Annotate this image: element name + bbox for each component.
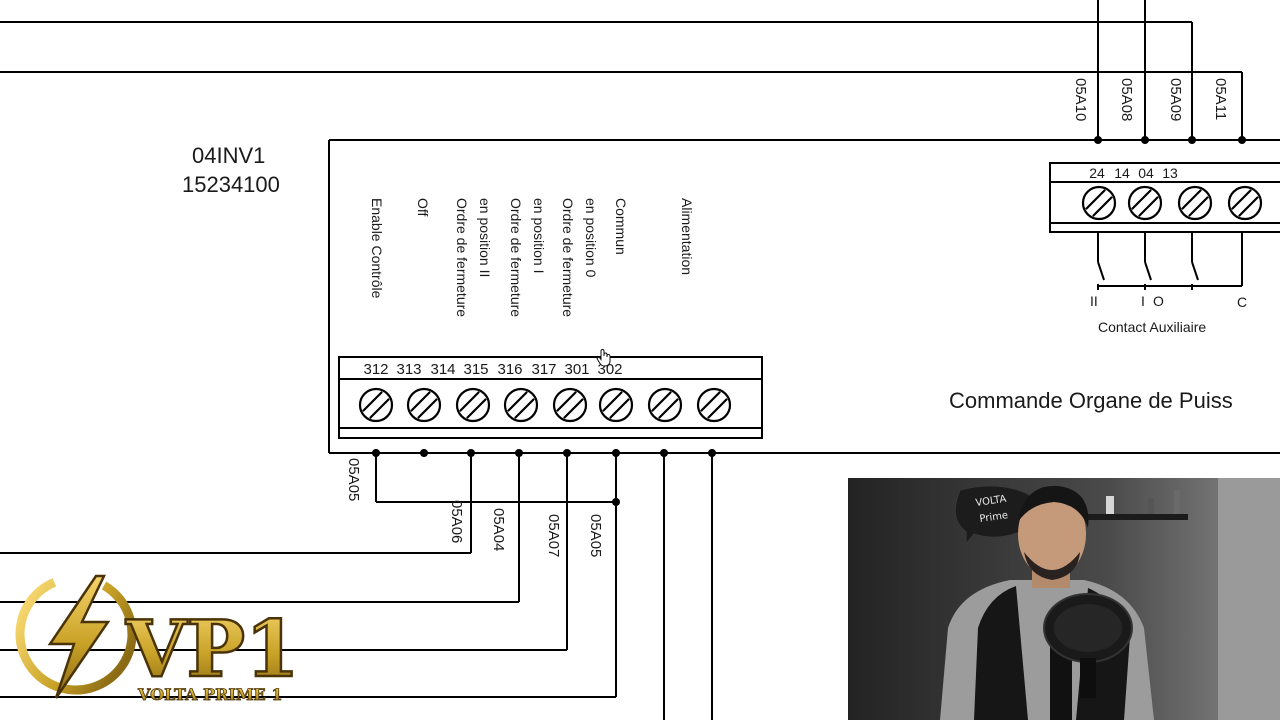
terminal-number: 301: [564, 361, 589, 378]
screw-terminal-icon: [455, 387, 491, 423]
device-box: [328, 139, 1280, 454]
aux-contact-label: Contact Auxiliaire: [1098, 319, 1206, 335]
device-title: Commande Organe de Puiss: [949, 388, 1233, 413]
screw-terminal-icon: [358, 387, 394, 423]
junction-dots: [372, 136, 1246, 506]
screw-terminal-icon: [552, 387, 588, 423]
wire-label: 05A07: [545, 514, 562, 557]
aux-number: 04: [1138, 165, 1154, 181]
terminal-functions: Enable Contrôle Off Ordre de fermeture en p…: [369, 198, 695, 317]
terminal-number: 314: [430, 361, 455, 378]
terminal-function-label: Ordre de fermeture: [454, 198, 470, 317]
microphone: [1043, 593, 1133, 720]
speech-sign: VOLTA Prime: [954, 485, 1036, 546]
wire-label: 05A06: [448, 500, 465, 543]
aux-wire-label: 05A08: [1118, 78, 1135, 121]
terminal-number: 315: [463, 361, 488, 378]
screw-terminal-icon: [1227, 185, 1263, 221]
terminal-number: 313: [396, 361, 421, 378]
device-code: 15234100: [182, 172, 280, 197]
hand-cursor-icon: [596, 349, 611, 367]
wire-label: 05A05: [345, 458, 362, 501]
aux-screws: [1081, 185, 1263, 221]
aux-switches: [1097, 232, 1243, 290]
logo-tagline: VOLTA PRIME 1: [137, 685, 282, 704]
screw-terminal-icon: [1177, 185, 1213, 221]
terminal-function-label: en position II: [477, 198, 493, 277]
aux-pos-i: I: [1141, 293, 1145, 309]
aux-wire-label: 05A10: [1072, 78, 1089, 121]
terminal-function-label: Ordre de fermeture: [560, 198, 576, 317]
screw-terminal-icon: [647, 387, 683, 423]
wall-edge: [1218, 478, 1280, 720]
terminal-function-label: en position 0: [583, 198, 599, 278]
terminal-function-label: Commun: [613, 198, 629, 255]
wire-label: 05A05: [587, 514, 604, 557]
screw-terminal-icon: [696, 387, 732, 423]
terminal-screws: [358, 387, 732, 423]
terminal-function-label: Off: [415, 198, 431, 217]
terminal-function-label: Enable Contrôle: [369, 198, 385, 299]
aux-numbers: 24 14 04 13: [1089, 165, 1178, 181]
terminal-number: 317: [531, 361, 556, 378]
aux-wire-label: 05A11: [1212, 78, 1229, 120]
svg-text:VOLTA: VOLTA: [975, 494, 1007, 509]
terminal-number: 312: [363, 361, 388, 378]
aux-pos-o: O: [1153, 293, 1164, 309]
terminal-function-label: Alimentation: [679, 198, 695, 275]
aux-pos-ii: II: [1090, 293, 1098, 309]
screw-terminal-icon: [1127, 185, 1163, 221]
terminal-wiring: [0, 453, 713, 720]
aux-pos-c: C: [1237, 294, 1247, 310]
aux-number: 13: [1162, 165, 1178, 181]
screw-terminal-icon: [503, 387, 539, 423]
terminal-number: 316: [497, 361, 522, 378]
logo-mark: VP1: [125, 604, 299, 695]
aux-wire-labels: 05A10 05A08 05A09 05A11: [1072, 78, 1229, 121]
terminal-block: [338, 356, 763, 439]
top-bus-lines: [0, 0, 1243, 140]
wire-label: 05A04: [490, 508, 507, 551]
shelf: [1088, 514, 1188, 520]
lightning-bolt-icon: [47, 574, 111, 699]
screw-terminal-icon: [598, 387, 634, 423]
svg-text:Prime: Prime: [979, 510, 1009, 525]
screw-terminal-icon: [1081, 185, 1117, 221]
aux-wire-label: 05A09: [1167, 78, 1184, 121]
vp1-logo: VP1 VOLTA PRIME 1: [15, 573, 301, 704]
webcam-overlay: VOLTA Prime: [848, 478, 1280, 720]
screw-terminal-icon: [406, 387, 442, 423]
aux-number: 14: [1114, 165, 1130, 181]
device-name: 04INV1: [192, 143, 265, 168]
terminal-function-label: Ordre de fermeture: [508, 198, 524, 317]
terminal-function-label: en position I: [531, 198, 547, 274]
bottom-wire-labels: 05A05 05A06 05A04 05A07 05A05: [345, 458, 604, 557]
aux-number: 24: [1089, 165, 1105, 181]
